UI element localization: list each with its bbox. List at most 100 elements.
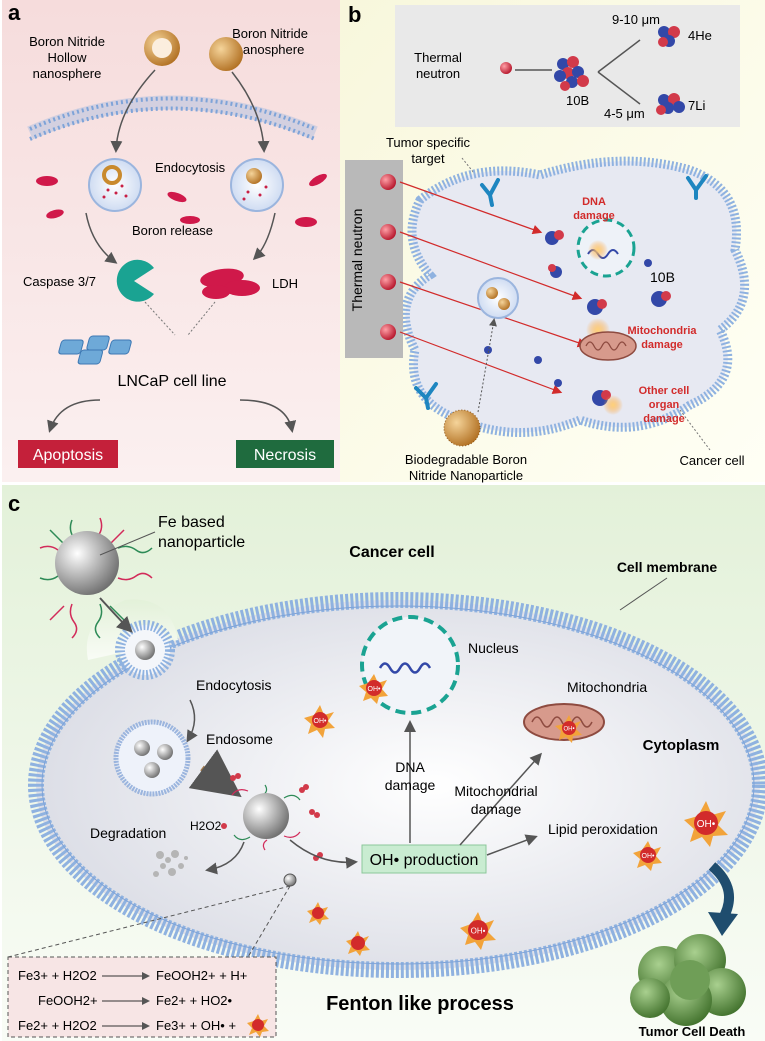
apoptosis-box xyxy=(18,440,118,468)
lithium-icon xyxy=(656,93,685,115)
necrosis-box xyxy=(236,440,334,468)
nucleus-label: Nucleus xyxy=(468,640,519,656)
tumor-receptor-icon xyxy=(414,174,708,410)
oh-production-box xyxy=(361,844,487,874)
svg-text:DNA: DNA xyxy=(395,759,425,775)
dna-damage-c-label: DNA damage xyxy=(385,759,436,793)
svg-text:OH•: OH• xyxy=(471,927,486,936)
he-range-label: 9-10 μm xyxy=(612,12,660,27)
hollow-nanosphere-icon xyxy=(144,30,180,66)
svg-text:Nitride Nanoparticle: Nitride Nanoparticle xyxy=(409,468,523,483)
released-fe-np-icon xyxy=(231,784,301,851)
lipid-label: Lipid peroxidation xyxy=(548,821,658,837)
bn-vesicle-b xyxy=(477,277,519,319)
cancer-cell-b-label: Cancer cell xyxy=(679,453,744,468)
svg-text:Fe2+ + H2O2: Fe2+ + H2O2 xyxy=(18,1018,97,1033)
ldh-icon xyxy=(200,268,260,299)
cell-membrane-label: Cell membrane xyxy=(617,559,718,575)
endosome-label: Endosome xyxy=(206,731,273,747)
svg-text:neutron: neutron xyxy=(416,66,460,81)
caspase-label: Caspase 3/7 xyxy=(23,274,96,289)
degradation-debris-icon xyxy=(153,850,188,877)
dna-damage-label: DNA damage xyxy=(573,196,615,222)
svg-text:damage: damage xyxy=(471,801,522,817)
tumor-target-label: Tumor specific target xyxy=(386,135,471,166)
panel-c-label: c xyxy=(8,491,20,516)
solid-nanosphere-icon xyxy=(209,37,243,71)
dead-tumor-cell-icon xyxy=(630,934,746,1026)
cytoplasm-label: Cytoplasm xyxy=(643,737,720,754)
boron-particles-a xyxy=(36,173,327,227)
fenton-label: Fenton like process xyxy=(326,993,514,1015)
b10-inner-label: 10B xyxy=(650,269,675,285)
membrane-a xyxy=(27,95,318,141)
fe-nanoparticle-icon xyxy=(39,517,153,639)
mitochondria-icon-c xyxy=(523,703,605,741)
panel-b: b Thermal neutron 10B 9-10 μm 4He 4-5 μm xyxy=(340,0,765,483)
li-label: 7Li xyxy=(688,98,705,113)
mito-damage-label: Mitochondria damage xyxy=(627,325,697,351)
svg-text:Biodegradable Boron: Biodegradable Boron xyxy=(405,452,527,467)
endosome-icon xyxy=(113,719,191,797)
svg-text:Boron Nitride: Boron Nitride xyxy=(29,34,105,49)
fe-np-label: Fe based nanoparticle xyxy=(158,514,245,551)
boron-release-label: Boron release xyxy=(132,223,213,238)
h2o2-molecules xyxy=(221,773,323,861)
svg-text:Tumor specific: Tumor specific xyxy=(386,135,471,150)
panel-b-label: b xyxy=(348,2,361,27)
panel-c: c Fe ba xyxy=(2,485,765,1041)
thermal-neutron-side-label: Thermal neutron xyxy=(349,209,365,312)
svg-text:organ: organ xyxy=(649,399,680,411)
bn-nanoparticle-icon xyxy=(443,409,481,447)
boron10-nucleus-icon xyxy=(554,56,589,91)
lncap-cells-icon xyxy=(58,335,132,365)
svg-text:target: target xyxy=(411,151,445,166)
neutron-beam-icons xyxy=(380,174,396,340)
cell-line-label: LNCaP cell line xyxy=(117,373,226,390)
svg-text:OH•: OH• xyxy=(642,853,656,860)
nanoparticle-label: Biodegradable Boron Nitride Nanoparticle xyxy=(405,452,527,483)
oh-radical-icons: OH• OH• OH• OH• OH• OH• xyxy=(304,674,728,956)
panel-a: a Boron Nitride Hollow nanosphere Boron … xyxy=(2,0,340,482)
svg-text:OH•: OH• xyxy=(314,718,328,725)
cancer-cell-c-label: Cancer cell xyxy=(349,544,434,561)
mito-damage-c-label: Mitochondrial damage xyxy=(454,783,537,817)
svg-text:damage: damage xyxy=(643,413,685,425)
b10-top-label: 10B xyxy=(566,93,589,108)
vesicle-right xyxy=(230,158,284,212)
degradation-label: Degradation xyxy=(90,825,166,841)
cancer-cell-c xyxy=(28,592,765,978)
fenton-oh-icon xyxy=(247,1014,269,1037)
svg-text:Hollow: Hollow xyxy=(47,50,87,65)
svg-text:nanoparticle: nanoparticle xyxy=(158,534,245,551)
svg-text:Fe3+ + H2O2: Fe3+ + H2O2 xyxy=(18,968,97,983)
nucleus-c xyxy=(360,615,460,715)
svg-text:Mitochondrial: Mitochondrial xyxy=(454,783,537,799)
ldh-label: LDH xyxy=(272,276,298,291)
neutron-icon xyxy=(500,62,512,74)
svg-text:OH•: OH• xyxy=(697,819,716,830)
necrosis-label: Necrosis xyxy=(254,447,316,464)
fenton-reactions: Fe3+ + H2O2 FeOOH2+ + H+ FeOOH2+ Fe2+ + … xyxy=(18,968,247,1033)
oh-production-label: OH• production xyxy=(370,852,479,869)
apoptosis-label: Apoptosis xyxy=(33,447,103,464)
svg-text:OH•: OH• xyxy=(368,686,382,693)
svg-text:Fe based: Fe based xyxy=(158,514,225,531)
svg-text:FeOOH2+: FeOOH2+ xyxy=(38,993,98,1008)
thermal-neutron-panel xyxy=(345,160,403,358)
other-damage-label: Other cell organ damage xyxy=(639,385,690,425)
svg-text:damage: damage xyxy=(385,777,436,793)
he-label: 4He xyxy=(688,28,712,43)
endocytosis-label-a: Endocytosis xyxy=(155,160,226,175)
dna-icon-c xyxy=(378,662,432,674)
svg-text:Other cell: Other cell xyxy=(639,385,690,397)
svg-text:DNA: DNA xyxy=(582,196,606,208)
thermal-neutron-top-label: Thermal neutron xyxy=(414,50,462,81)
svg-text:OH•: OH• xyxy=(563,727,574,733)
svg-text:Boron Nitride: Boron Nitride xyxy=(232,26,308,41)
vesicle-left xyxy=(88,158,142,212)
panel-a-label: a xyxy=(8,0,21,25)
bn-hollow-label: Boron Nitride Hollow nanosphere xyxy=(29,34,105,81)
release-arrow xyxy=(188,749,242,798)
